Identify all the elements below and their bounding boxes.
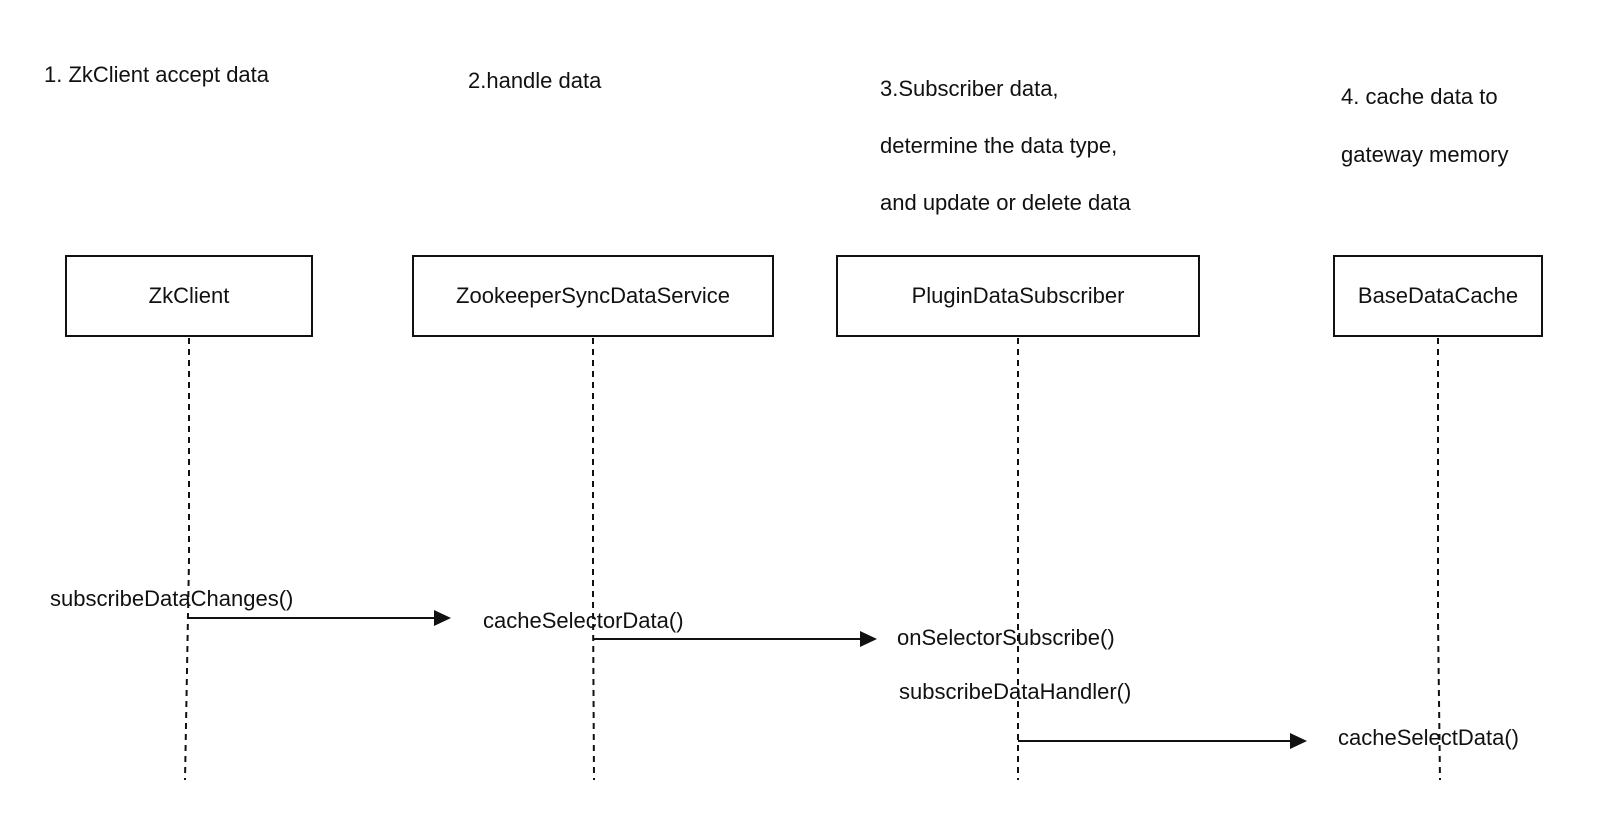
actor-zookeeper-sync-data-service: ZookeeperSyncDataService (412, 255, 774, 337)
step-2-text: 2.handle data (468, 68, 602, 93)
actor-plugin-data-subscriber: PluginDataSubscriber (836, 255, 1200, 337)
message-cache-selector-data: cacheSelectorData() (483, 608, 877, 647)
actor-plugin-subscriber-label: PluginDataSubscriber (912, 283, 1125, 308)
actor-base-cache-label: BaseDataCache (1358, 283, 1518, 308)
step-1-text: 1. ZkClient accept data (44, 62, 270, 87)
step-3-line-1: 3.Subscriber data, (880, 76, 1059, 101)
actor-plugin-subscriber-box (836, 255, 1200, 337)
step-3-line-2: determine the data type, (880, 133, 1117, 158)
message-cache-selector-data-label: cacheSelectorData() (483, 608, 684, 633)
actor-zookeeper-sync-label: ZookeeperSyncDataService (456, 283, 730, 308)
step-3-text: 3.Subscriber data, determine the data ty… (880, 76, 1132, 215)
lifeline-zk-client (184, 338, 190, 781)
message-subscribe-data-changes-arrowhead (434, 610, 451, 626)
actor-zk-client: ZkClient (65, 255, 313, 337)
actor-zookeeper-sync-box (412, 255, 774, 337)
step-1-line-1: 1. ZkClient accept data (44, 62, 270, 87)
lifeline-zookeeper-sync (592, 338, 595, 781)
message-cache-select-data: cacheSelectData() (1018, 725, 1519, 750)
message-cache-select-data-label: cacheSelectData() (1338, 725, 1519, 750)
actor-base-data-cache: BaseDataCache (1333, 255, 1543, 337)
actor-zk-client-label: ZkClient (149, 283, 230, 308)
actor-zk-client-box (65, 255, 313, 337)
message-subscribe-data-handler-label: subscribeDataHandler() (899, 679, 1131, 704)
message-on-selector-subscribe-label: onSelectorSubscribe() (897, 625, 1115, 650)
message-cache-select-data-arrowhead (1290, 733, 1307, 749)
message-cache-selector-data-arrowhead (860, 631, 877, 647)
step-4-line-2: gateway memory (1341, 142, 1509, 167)
step-3-line-3: and update or delete data (880, 190, 1132, 215)
step-4-line-1: 4. cache data to (1341, 84, 1498, 109)
message-subscribe-data-changes-label: subscribeDataChanges() (50, 586, 293, 611)
step-2-line-1: 2.handle data (468, 68, 602, 93)
lifeline-base-cache (1437, 338, 1441, 781)
step-4-text: 4. cache data to gateway memory (1341, 84, 1509, 167)
actor-base-cache-box (1333, 255, 1543, 337)
message-subscribe-data-changes: subscribeDataChanges() (50, 586, 451, 626)
